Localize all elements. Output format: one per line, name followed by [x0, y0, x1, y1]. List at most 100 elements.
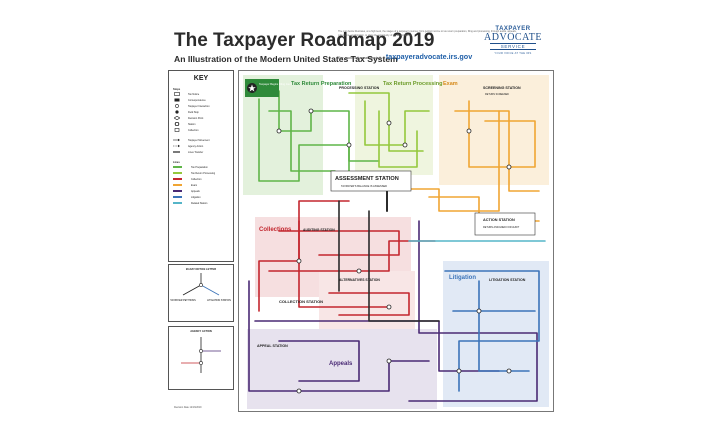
key-line-label: Litigation [191, 195, 201, 199]
roadmap-map: Taxpayer Begins Filing Journey Tax Retur… [238, 70, 554, 412]
logo-line-4: YOUR VOICE AT THE IRS [494, 52, 532, 55]
station-stops [276, 108, 512, 394]
key-line-label: Tax Preparation [191, 165, 208, 169]
assessment-box [330, 170, 412, 192]
more-info-label: For more information visit [338, 56, 381, 60]
key-stop-row: Collection [173, 127, 233, 133]
key-line-swatch [173, 190, 182, 192]
assessment-sub: TAXPAYER'S BALANCE IS ASSESSED [341, 184, 387, 188]
collection-station-label: COLLECTION STATION [279, 299, 323, 304]
action-box [474, 212, 536, 236]
decision-point-icon [173, 116, 180, 120]
key-stop-row: Field Stop [173, 109, 233, 115]
tax-notice-icon [173, 92, 180, 96]
key-stop-row: Correspondence [173, 97, 233, 103]
roadmap-svg: Taxpayer Begins Filing Journey Tax Retur… [243, 75, 549, 409]
route-lines [248, 90, 546, 402]
collection-stop-icon [173, 128, 180, 132]
logo-line-3: SERVICE [490, 43, 536, 50]
agency-legend: AGENCY ACTION [168, 326, 234, 390]
revision-date: Revision Date 12/16/2019 [174, 406, 202, 409]
key-line-row: Litigation [173, 194, 233, 200]
key-stop-label: Taxpayer Interaction [188, 104, 210, 108]
key-stop-row: Tax Notice [173, 91, 233, 97]
key-line-swatch [173, 202, 182, 204]
tax-prep-label: Tax Return Preparation [291, 81, 352, 87]
key-line-label: Related Station [191, 201, 208, 205]
start-label: Taxpayer Begins Filing Journey [259, 82, 296, 86]
key-line-row: Tax Return Processing [173, 170, 233, 176]
appeal-station-label: APPEAL STATION [257, 344, 288, 348]
agency-arrow-icon [173, 144, 180, 148]
processing-station-label: PROCESSING STATION [339, 86, 380, 90]
key-arrow-row: Agency Action [173, 143, 233, 149]
key-line-swatch [173, 196, 182, 198]
agency-legend-title: AGENCY ACTION [190, 330, 212, 333]
key-line-swatch [173, 184, 182, 186]
assessment-station-label: ASSESSMENT STATION [335, 176, 399, 182]
key-lines-heading: Lines [173, 161, 180, 164]
key-stop-label: Decision Point [188, 116, 204, 120]
field-stop-icon [173, 110, 180, 114]
key-line-label: Tax Return Processing [191, 171, 216, 175]
collections-label: Collections [259, 227, 292, 233]
action-station-label: ACTION STATION [483, 218, 515, 222]
key-line-swatch [173, 172, 182, 174]
more-info-link[interactable]: taxpayeradvocate.irs.gov [385, 52, 473, 61]
movement-arrow-icon [173, 138, 180, 142]
key-stop-row: Station [173, 121, 233, 127]
key-arrow-label: Taxpayer Movement [188, 138, 210, 142]
key-title: KEY [193, 75, 209, 82]
key-line-row: Appeals [173, 188, 233, 194]
key-line-row: Collection [173, 176, 233, 182]
key-line-label: Collection [191, 177, 202, 181]
key-line-row: Exam [173, 182, 233, 188]
key-arrow-label: Lines Transfer [188, 150, 204, 154]
auditing-station-label: AUDITING STATION [303, 228, 335, 232]
screening-station-label: SCREENING STATION [483, 86, 521, 90]
logo-line-2: ADVOCATE [484, 32, 542, 43]
key-stop-row: Taxpayer Interaction [173, 103, 233, 109]
poster-title: The Taxpayer Roadmap 2019 [174, 30, 435, 51]
exam-label: Exam [443, 81, 458, 87]
key-line-swatch [173, 166, 182, 168]
poster-subtitle: An Illustration of the Modern United Sta… [174, 54, 398, 64]
notice-legend: 90-DAY NOTICE LETTER TAXPAYER PETITIONS … [168, 264, 234, 322]
notice-legend-title: 90-DAY NOTICE LETTER [185, 268, 217, 271]
key-line-row: Related Station [173, 200, 233, 206]
key-line-label: Exam [191, 183, 198, 187]
litigation-station-label: LITIGATION STATION [489, 278, 526, 282]
key-line-row: Tax Preparation [173, 164, 233, 170]
correspondence-icon [173, 98, 180, 102]
exam-region [439, 75, 549, 185]
key-arrow-row: Taxpayer Movement [173, 137, 233, 143]
more-info: For more information visit taxpayeradvoc… [338, 52, 472, 61]
station-icon [173, 122, 180, 126]
appeals-region [247, 329, 437, 409]
alternatives-region [319, 271, 415, 339]
key-stop-label: Field Stop [188, 110, 199, 114]
key-stop-label: Tax Notice [188, 92, 200, 96]
key-stop-label: Correspondence [188, 98, 206, 102]
screening-station-sub: RETURN SCREENED [485, 93, 509, 96]
notice-legend-right: LITIGATION STATION [207, 299, 231, 302]
tax-processing-label: Tax Return Processing [383, 81, 443, 87]
litigation-label: Litigation [449, 275, 476, 281]
key-arrow-row: Lines Transfer [173, 149, 233, 155]
processing-region [355, 75, 433, 175]
key-stop-label: Station [188, 122, 196, 126]
alternatives-station-label: ALTERNATIVES STATION [339, 278, 380, 282]
notice-legend-left: TAXPAYER PETITIONS [170, 299, 196, 302]
appeals-label: Appeals [329, 361, 353, 367]
key-line-label: Appeals [191, 189, 200, 193]
transfer-arrow-icon [173, 150, 180, 154]
key-line-swatch [173, 178, 182, 180]
action-station-sub: RETURN ASSIGNED FOR AUDIT [483, 226, 520, 229]
intro-text: The map below illustrates, at a high lev… [338, 30, 517, 37]
agency-legend-diagram [181, 337, 221, 373]
key-stops-heading: Stops [173, 88, 181, 91]
key-panel: KEY Stops Tax Notice Correspondence Taxp… [168, 70, 234, 262]
notice-legend-diagram: TAXPAYER PETITIONS LITIGATION STATION [170, 273, 231, 302]
key-stop-label: Collection [188, 128, 199, 132]
